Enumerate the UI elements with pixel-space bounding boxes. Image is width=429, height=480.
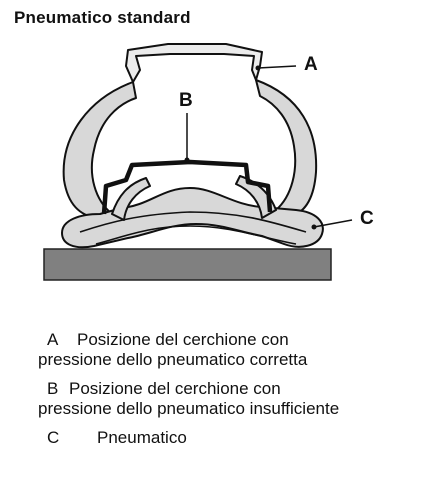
leader-dot-a <box>255 65 261 71</box>
tire-fold-lines <box>79 211 307 245</box>
tire-diagram: A B C <box>43 43 374 281</box>
tire-body <box>61 79 324 249</box>
leader-dot-b <box>184 157 190 163</box>
legend-letter-b: B <box>47 379 59 398</box>
legend-text-b-line1: Posizione del cerchione con <box>69 379 281 398</box>
legend-letter-a: A <box>47 330 59 349</box>
leader-dot-c <box>311 224 317 230</box>
legend-item-b: B Posizione del cerchione con pressione d… <box>38 379 427 419</box>
legend-item-c: C Pneumatico <box>47 428 427 448</box>
page-title: Pneumatico standard <box>14 8 191 27</box>
legend-text-c-line1: Pneumatico <box>97 428 187 447</box>
rim-low-pressure-position <box>101 159 273 215</box>
legend-item-a: A Posizione del cerchione con pressione d… <box>38 330 427 370</box>
callout-b: B <box>179 90 193 111</box>
ground-surface <box>43 248 332 281</box>
callout-c: C <box>360 208 374 229</box>
leader-line-a <box>257 65 297 69</box>
legend-text-a-line2: pressione dello pneumatico corretta <box>38 350 308 369</box>
callout-a: A <box>304 54 318 75</box>
legend-text-a-line1: Posizione del cerchione con <box>77 330 289 349</box>
leader-line-c <box>313 219 353 228</box>
legend: A Posizione del cerchione con pressione d… <box>38 330 427 457</box>
rim-correct-position <box>125 43 263 83</box>
legend-letter-c: C <box>47 428 60 447</box>
legend-text-b-line2: pressione dello pneumatico insufficiente <box>38 399 340 418</box>
